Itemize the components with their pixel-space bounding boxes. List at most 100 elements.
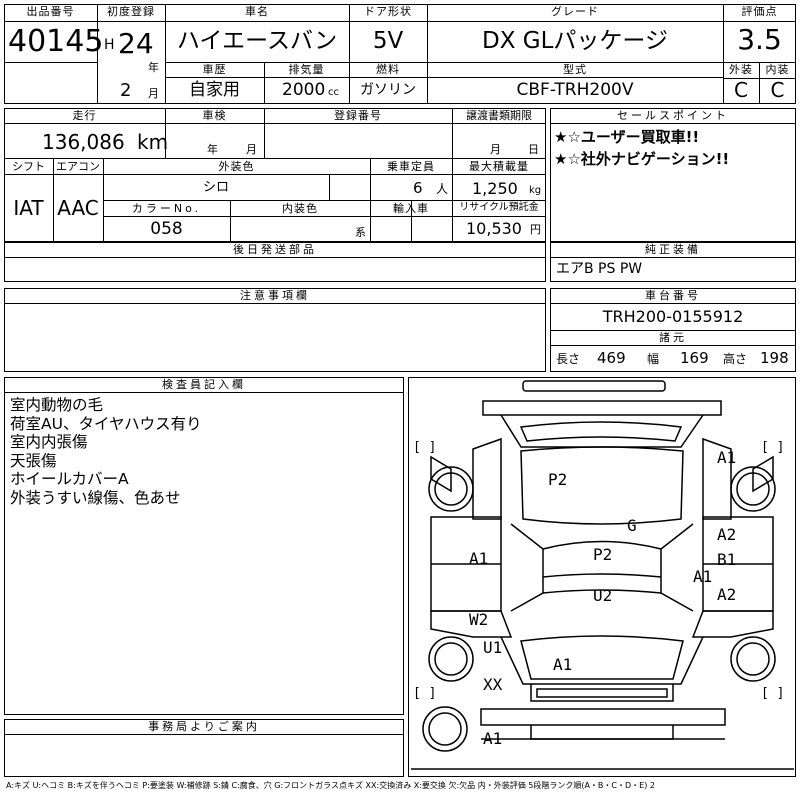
mark-right-rear: A2	[717, 585, 736, 604]
grade-label: グレード	[551, 5, 599, 18]
model-code-label: 型式	[563, 63, 587, 76]
later-parts-label: 後日発送部品	[233, 243, 317, 256]
capacity-unit: 人	[436, 182, 449, 196]
list-item: 室内動物の毛	[10, 396, 104, 414]
length-label: 長さ	[556, 352, 581, 366]
int-color-label: 内装色	[282, 202, 318, 215]
dims-label: 諸元	[659, 331, 687, 344]
list-item: 室内内張傷	[10, 433, 88, 451]
inspection-year-unit: 年	[207, 143, 218, 156]
reg-no-label: 登録番号	[334, 109, 382, 122]
aircon-label: エアコン	[56, 160, 100, 173]
office-label: 事務局よりご案内	[148, 720, 260, 733]
mark-cargo: U2	[593, 586, 612, 605]
inspector-label: 検査員記入欄	[162, 378, 246, 391]
chassis-label: 車台番号	[645, 289, 701, 302]
mark-left-side: A1	[469, 549, 488, 568]
mark-roof-mid: P2	[593, 545, 612, 564]
max-load-label: 最大積載量	[469, 160, 529, 173]
mark-roof: P2	[548, 470, 567, 489]
exterior-label: 外装	[729, 63, 753, 76]
car-diagram: [ ] [ ] [ ] [ ] A1 P2 G A1 A2 B1 A1 P2 U…	[411, 380, 794, 770]
lot-no-label: 出品番号	[26, 5, 75, 18]
sales-point-label: セールスポイント	[617, 109, 729, 122]
reg-year-unit: 年	[148, 61, 159, 74]
spec-panel	[4, 108, 546, 242]
mileage: 136,086	[42, 130, 125, 154]
equipment-list: エアB PS PW	[556, 261, 643, 277]
mark-rf-wheel: A1	[717, 448, 736, 467]
transfer-day-unit: 日	[528, 143, 539, 156]
sales-point-panel	[550, 108, 796, 242]
shift-type: IAT	[13, 196, 44, 220]
list-item: ホイールカバーA	[10, 470, 129, 488]
interior-grade: C	[770, 78, 785, 102]
mark-right-front-door: A2	[717, 525, 736, 544]
model-code: CBF-TRH200V	[516, 80, 634, 100]
displacement-label: 排気量	[288, 63, 325, 76]
ext-color: シロ	[202, 180, 229, 195]
width-value: 169	[680, 349, 709, 367]
fuel-type: ガソリン	[360, 82, 416, 98]
interior-label: 内装	[765, 63, 790, 76]
overall-score: 3.5	[737, 23, 782, 56]
bracket-left-bottom: [ ]	[413, 686, 436, 701]
equipment-label: 純正装備	[645, 243, 701, 256]
max-load: 1,250	[472, 179, 518, 198]
exterior-grade: C	[734, 78, 748, 102]
recycle-unit: 円	[530, 223, 541, 236]
mark-glass: G	[627, 516, 637, 535]
equipment-panel	[550, 242, 796, 282]
inspector-notes-list: 室内動物の毛 荷室AU、タイヤハウス有り 室内内張傷 天張傷 ホイールカバーA …	[10, 396, 202, 507]
aircon-type: AAC	[57, 196, 99, 220]
diagram-panel	[408, 377, 796, 777]
capacity-label: 乗車定員	[387, 160, 435, 173]
chassis-number: TRH200-0155912	[602, 307, 744, 326]
sales-point-1: ★☆ユーザー買取車!!	[554, 128, 700, 146]
mark-left-rear: W2	[469, 610, 488, 629]
bracket-left-top: [ ]	[413, 440, 436, 455]
shift-label: シフト	[12, 160, 45, 173]
inspection-label: 車検	[202, 109, 227, 122]
length-value: 469	[597, 349, 626, 367]
sales-point-2: ★☆社外ナビゲーション!!	[554, 150, 730, 168]
transfer-month-unit: 月	[490, 143, 501, 156]
capacity: 6	[413, 179, 423, 197]
damage-legend: A:キズ U:ヘコミ B:キズを伴うヘコミ P:要塗装 W:補修跡 S:錆 C:…	[6, 781, 655, 790]
mark-right-door: B1	[717, 550, 736, 569]
mark-rear-gate: A1	[553, 655, 572, 674]
first-reg-label: 初度登録	[107, 5, 155, 18]
fuel-label: 燃料	[376, 63, 400, 76]
ext-color-label: 外装色	[218, 160, 255, 173]
transfer-label: 譲渡書類期限	[466, 109, 532, 122]
score-label: 評価点	[741, 5, 778, 18]
lot-number: 40145	[8, 24, 104, 59]
inspection-month-unit: 月	[246, 143, 257, 156]
displacement: 2000	[282, 80, 326, 100]
mark-lr-wheel: U1	[483, 638, 502, 657]
bracket-right-bottom: [ ]	[761, 686, 784, 701]
height-value: 198	[760, 349, 789, 367]
era-letter: H	[104, 37, 115, 53]
recycle-amount: 10,530	[466, 219, 522, 238]
list-item: 荷室AU、タイヤハウス有り	[10, 414, 202, 433]
recycle-label: リサイクル預託金	[459, 202, 539, 213]
grade: DX GLパッケージ	[482, 28, 668, 54]
int-color-unit: 系	[355, 226, 366, 239]
car-name-label: 車名	[245, 5, 269, 18]
color-no-label: カラーNo.	[131, 202, 202, 215]
list-item: 天張傷	[10, 451, 57, 470]
max-load-unit: kg	[529, 185, 542, 196]
car-history: 自家用	[189, 80, 240, 100]
door-label: ドア形状	[364, 5, 412, 18]
height-label: 高さ	[723, 352, 748, 366]
mileage-unit: km	[137, 130, 169, 154]
displacement-unit: cc	[328, 87, 339, 98]
later-parts-panel	[4, 242, 546, 282]
door-type: 5V	[372, 28, 404, 54]
width-label: 幅	[647, 352, 660, 366]
reg-year: 24	[118, 27, 154, 60]
reg-month-unit: 月	[148, 87, 159, 100]
list-item: 外装うすい線傷、色あせ	[10, 488, 181, 507]
mark-spare: A1	[483, 729, 502, 748]
